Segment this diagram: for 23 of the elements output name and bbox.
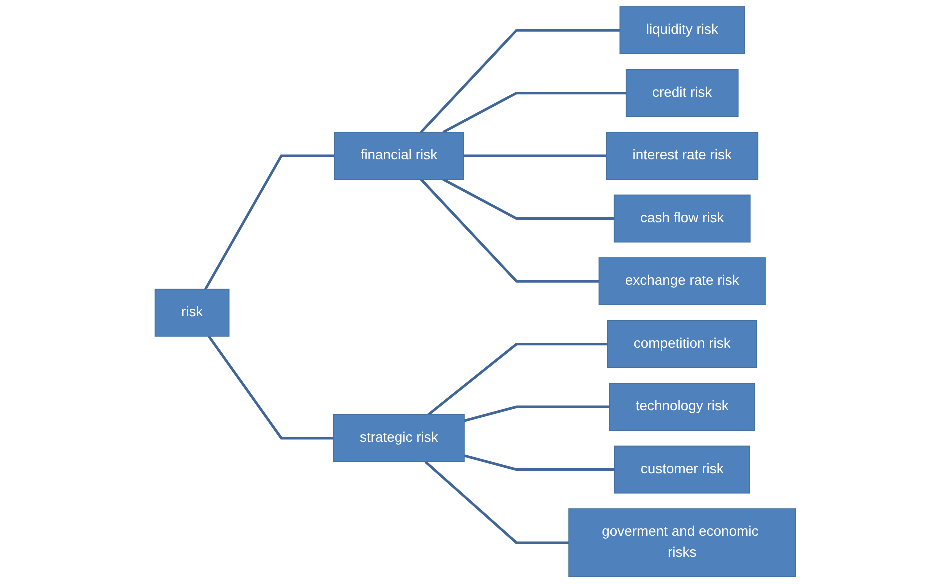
connector (208, 336, 334, 440)
connector (442, 178, 614, 220)
node-box: customer risk (614, 446, 750, 494)
node-box: technology risk (609, 383, 756, 432)
connector (464, 154, 607, 158)
node-box: cash flow risk (614, 194, 751, 243)
connector (464, 406, 610, 422)
connector (464, 454, 615, 472)
connector (420, 178, 600, 283)
node-box: competition risk (607, 320, 758, 368)
node-box: financial risk (334, 132, 464, 180)
node-box: exchange rate risk (598, 258, 766, 306)
connector (442, 92, 626, 134)
node-box: credit risk (626, 69, 739, 118)
node-box: liquidity risk (620, 6, 745, 54)
connector (204, 154, 335, 290)
node-box: goverment and economic risks (568, 508, 796, 578)
connector (424, 461, 570, 544)
connector (420, 29, 620, 134)
node-box: risk (154, 288, 230, 337)
node-box: strategic risk (333, 414, 465, 462)
node-box: interest rate risk (606, 132, 759, 180)
connector (428, 343, 608, 416)
